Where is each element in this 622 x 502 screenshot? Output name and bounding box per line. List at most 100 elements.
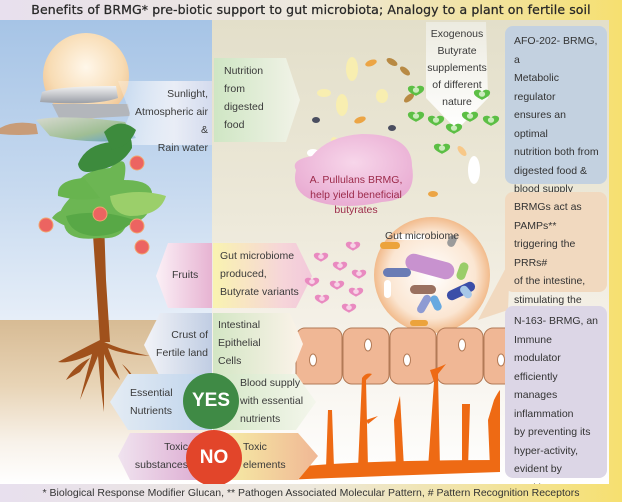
bacterium [460,285,472,299]
n163-line: N-163- BRMG, an [514,315,599,327]
cell-nucleus [364,338,372,352]
pamps-line: of the intestine, [514,275,586,287]
bacterium [395,234,425,240]
pullulans-line: A. Pullulans BRMG, [309,174,403,186]
pamps-line: stimulating the [514,293,582,306]
page-title: Benefits of BRMG* pre-biotic support to … [31,2,591,17]
cloud-icon [52,104,130,120]
pink-heart-icon-highlight [318,254,324,259]
tree-illustration [38,123,166,412]
n163-line: evident by cytokines [514,463,562,484]
pink-heart-icon-highlight [346,305,352,310]
pullulans-line: help yield beneficial [310,189,402,201]
green-heart-icon-highlight [412,87,420,93]
nutrition-label: Nutrition from digested food [224,62,264,134]
particle [336,94,348,116]
nutrition-arrow [214,58,300,142]
toxic-substances-label: Toxic substances [128,438,188,474]
bacteria [380,234,476,326]
bacterium [447,235,457,247]
particle [346,57,358,81]
particle [404,93,414,103]
sun-cloud-illustration [0,33,136,142]
pullulans-line: butyrates [334,204,378,216]
essential-line: Essential [130,387,173,399]
bacterium [384,280,391,298]
fruits [38,155,150,255]
particle [312,117,320,123]
afo-line: AFO-202- BRMG, a [514,35,598,66]
sunlight-label: Sunlight, Atmospheric air & Rain water [128,85,208,157]
bacterium [417,294,431,314]
cell-nucleus [403,353,411,367]
essential-line: Nutrients [130,405,173,417]
particle [317,89,331,97]
bacterium [410,285,436,294]
green-heart-icon-highlight [478,91,486,97]
epithelial-cell [436,327,484,385]
cell-nucleus [309,353,317,367]
afo-line: digested food & [514,164,587,177]
fruit-icon [129,218,145,234]
pamps-line: triggering the PRRs# [514,238,576,269]
crust-label: Crust of Fertile land [150,326,208,362]
crust-arrow [144,313,303,377]
particle [376,89,388,103]
no-badge: NO [186,430,242,484]
green-heart-icon-highlight [412,113,420,119]
gut-produced-line: produced, [220,268,267,280]
pamps-line: BRMGs act as PAMPs** [514,201,582,232]
gut-produced-label: Gut microbiome produced, Butyrate varian… [220,247,299,301]
gut-produced-line: Butyrate variants [220,286,299,298]
intestinal-label: Intestinal Epithelial Cells [218,316,261,370]
nutrition-line: from [224,83,245,95]
sunlight-line: Atmospheric air & [135,106,208,136]
epithelial-cell [389,327,437,385]
pullulans-bubble [294,134,413,206]
gut-produced-line: Gut microbiome [220,250,295,262]
particle [388,125,396,131]
diagram-stage: Sunlight, Atmospheric air & Rain water N… [0,20,609,484]
particle [428,191,438,197]
exogenous-label: Exogenous Butyrate supplements of differ… [418,26,496,111]
particle [457,146,467,156]
crust-line: Fertile land [156,347,208,359]
bacterium [430,295,442,311]
green-heart-icon-highlight [466,113,474,119]
pamps-note: BRMGs act as PAMPs** triggering the PRRs… [505,192,607,324]
nutrition-line: food [224,119,245,131]
toxic-elements-line: elements [243,459,286,471]
intestinal-line: Epithelial [218,337,261,349]
fruit-icon [38,217,54,233]
cell-nucleus [458,338,466,352]
footnote: * Biological Response Modifier Glucan, *… [42,487,580,499]
nutrition-line: Nutrition [224,65,264,77]
exogenous-line: nature [442,96,472,108]
pullulans-label: A. Pullulans BRMG, help yield beneficial… [300,173,412,218]
exogenous-line: of different [432,79,482,91]
pink-heart-icon-highlight [353,289,359,294]
bacterium [380,242,400,249]
nutrition-line: digested [224,101,264,113]
n163-line: by preventing its [514,426,591,438]
fruits-arrow [156,243,312,308]
blood-vessels [283,364,500,480]
n163-line: hyper-activity, [514,444,578,457]
pink-heart-icon-highlight [350,243,356,249]
toxic-elements-label: Toxic elements [243,438,286,474]
pink-heart-icon-highlight [319,296,325,301]
sunlight-line: Rain water [157,142,208,154]
intestinal-line: Intestinal [218,319,261,331]
gut-microbiome-label: Gut microbiome [385,230,460,242]
green-heart-icon-highlight [487,117,495,123]
n163-line: Immune modulator [514,333,561,365]
toxic-line: substances [134,459,188,471]
particle [386,58,398,66]
bacterium [383,268,411,277]
afo-line: ensures an optimal [514,109,566,140]
afo-line: Metabolic regulator [514,72,559,103]
yes-badge: YES [183,373,239,429]
particle [468,156,480,184]
fruit-icon [92,206,108,222]
intestinal-line: Cells [218,355,242,367]
